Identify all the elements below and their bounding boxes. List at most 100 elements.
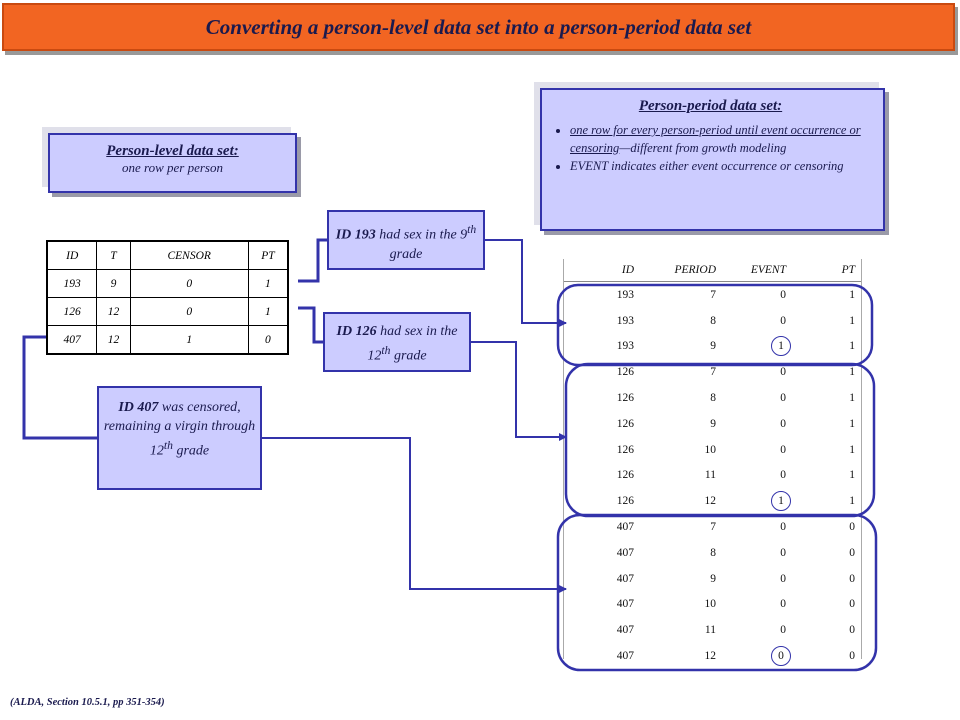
table-cell: 407	[616, 598, 634, 611]
table-cell: 1	[849, 469, 855, 482]
table-cell: 0	[849, 521, 855, 534]
table-header-row: ID T CENSOR PT	[46, 240, 289, 270]
bullet-item: EVENT indicates either event occurrence …	[570, 157, 873, 175]
table-cell: 193	[616, 314, 634, 327]
table-cell: 12	[704, 650, 717, 663]
header-cell: ID	[46, 240, 98, 270]
table-cell: 126	[616, 392, 634, 405]
table-cell: 126	[616, 417, 634, 430]
note-text: had sex in the 9	[375, 227, 468, 243]
bullet-rest: —different from growth modeling	[619, 141, 787, 155]
note-id: ID 126	[336, 324, 377, 339]
table-header-row: ID PERIOD EVENT PT	[564, 259, 861, 282]
table-cell: 407	[616, 650, 634, 663]
table-cell: 8	[710, 546, 716, 559]
table-cell: 193	[616, 288, 634, 301]
table-cell: 126	[46, 297, 98, 326]
table-cell: 9	[710, 417, 716, 430]
table-cell: 11	[704, 624, 716, 637]
note-id: ID 193	[335, 227, 376, 243]
table-cell: 1	[247, 269, 289, 298]
table-cell: 126	[616, 443, 634, 456]
table-cell: 7	[710, 366, 716, 379]
table-cell: 1	[849, 314, 855, 327]
table-cell: 0	[849, 598, 855, 611]
table-cell: 407	[616, 546, 634, 559]
person-period-bullets: one row for every person-period until ev…	[548, 121, 873, 175]
table-cell: 0	[780, 392, 786, 405]
table-cell: 0	[849, 650, 855, 663]
table-cell: 0	[716, 643, 794, 669]
table-cell: 0	[780, 443, 786, 456]
table-cell: 0	[780, 572, 786, 585]
table-cell: 0	[849, 624, 855, 637]
person-level-table: ID T CENSOR PT 193 9 0 1 126 12 0 1 407 …	[46, 240, 289, 355]
table-cell: 11	[704, 469, 716, 482]
connector-193-arrow	[485, 239, 567, 327]
note-tail: grade	[172, 443, 210, 459]
note-tail: grade	[390, 348, 427, 364]
table-cell: 0	[780, 598, 786, 611]
person-level-panel: Person-level data set: one row per perso…	[48, 133, 297, 193]
table-row: 126 12 0 1	[46, 297, 289, 326]
table-cell: 9	[710, 572, 716, 585]
header-cell: ID	[564, 259, 638, 282]
table-cell: 126	[616, 469, 634, 482]
table-cell: 1	[247, 297, 289, 326]
table-cell: 12	[96, 325, 131, 355]
table-cell: 10	[704, 598, 717, 611]
table-cell: 1	[716, 334, 794, 360]
table-cell: 407	[46, 325, 98, 355]
table-cell: 1	[129, 325, 249, 355]
note-tail: grade	[389, 246, 423, 262]
table-row: 407 11 0 0	[564, 617, 861, 643]
table-row: 126 12 1 1	[564, 488, 861, 514]
note-sup: th	[163, 439, 173, 452]
table-cell: 1	[716, 488, 794, 514]
source-citation: (ALDA, Section 10.5.1, pp 351-354)	[10, 697, 165, 708]
table-cell: 0	[129, 297, 249, 326]
table-cell: 8	[710, 392, 716, 405]
table-cell: 0	[780, 366, 786, 379]
table-cell: 1	[849, 495, 855, 508]
table-cell: 407	[616, 572, 634, 585]
connector-126-arrow	[471, 341, 567, 441]
header-cell: EVENT	[716, 259, 794, 282]
table-cell: 0	[780, 624, 786, 637]
table-cell: 10	[704, 443, 717, 456]
table-cell: 0	[780, 521, 786, 534]
note-text: had sex in the 12	[367, 324, 458, 364]
table-cell: 9	[96, 269, 131, 298]
bullet-underlined: one row for every person-period until ev…	[570, 123, 861, 155]
event-circle: 1	[771, 491, 791, 512]
person-period-title: Person-period data set:	[638, 98, 783, 114]
table-cell: 1	[849, 340, 855, 353]
table-cell: 7	[710, 521, 716, 534]
note-id407: ID 407 was censored, remaining a virgin …	[97, 386, 262, 490]
table-cell: 12	[704, 495, 717, 508]
table-row: 407 10 0 0	[564, 592, 861, 618]
header-cell: PERIOD	[638, 259, 716, 282]
person-level-title: Person-level data set:	[106, 143, 239, 159]
table-cell: 126	[616, 495, 634, 508]
table-cell: 12	[96, 297, 131, 326]
table-cell: 0	[849, 546, 855, 559]
person-level-subtitle: one row per person	[122, 160, 223, 175]
header-cell: PT	[794, 259, 861, 282]
table-cell: 8	[710, 314, 716, 327]
table-cell: 407	[616, 624, 634, 637]
note-text: was censored, remaining a virgin through…	[103, 400, 256, 459]
table-cell: 193	[616, 340, 634, 353]
table-cell: 1	[849, 366, 855, 379]
